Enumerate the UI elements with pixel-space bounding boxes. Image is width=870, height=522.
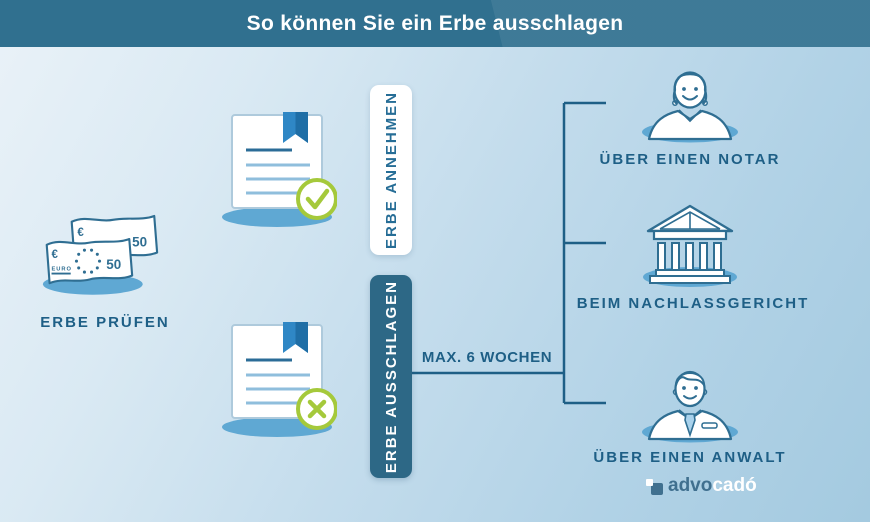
advocado-logo-mark bbox=[646, 478, 663, 495]
pocket-badge bbox=[701, 422, 718, 429]
svg-text:EURO: EURO bbox=[52, 267, 72, 273]
tie bbox=[684, 413, 696, 438]
erbe-annehmen-label: ERBE ANNEHMEN bbox=[382, 91, 400, 249]
document-decline-icon bbox=[222, 322, 337, 437]
cross-badge-icon bbox=[296, 388, 337, 430]
label-erbe-pruefen: ERBE PRÜFEN bbox=[40, 314, 170, 331]
svg-text:€: € bbox=[77, 227, 84, 239]
euro-stars bbox=[74, 248, 102, 274]
header-bar: So können Sie ein Erbe ausschlagen bbox=[0, 0, 870, 47]
option-label-anwalt: ÜBER EINEN ANWALT bbox=[593, 449, 787, 466]
option-label-nachlassgericht: BEIM NACHLASSGERICHT bbox=[576, 295, 810, 312]
banknote-front: € 50 EURO bbox=[45, 237, 134, 285]
advocado-logo-text: advocadó bbox=[668, 475, 757, 496]
erbe-ausschlagen-label: ERBE AUSSCHLAGEN bbox=[382, 279, 400, 474]
option-label-notar: ÜBER EINEN NOTAR bbox=[599, 151, 781, 168]
check-badge-icon bbox=[296, 178, 337, 220]
lawyer-man-icon bbox=[642, 370, 738, 443]
courthouse-icon bbox=[643, 204, 737, 287]
notary-woman-icon bbox=[642, 71, 738, 143]
erbe-annehmen-box: ERBE ANNEHMEN bbox=[370, 85, 412, 255]
erbe-ausschlagen-box: ERBE AUSSCHLAGEN bbox=[370, 275, 412, 478]
advocado-logo: advocadó bbox=[646, 475, 757, 497]
svg-text:€: € bbox=[52, 249, 59, 261]
page-title: So können Sie ein Erbe ausschlagen bbox=[246, 11, 624, 35]
svg-text:50: 50 bbox=[132, 235, 147, 250]
document-accept-icon bbox=[222, 112, 337, 227]
euro-banknotes-icon: € 50 € 50 EURO bbox=[42, 214, 159, 295]
deadline-label: MAX. 6 WOCHEN bbox=[421, 349, 553, 366]
svg-text:50: 50 bbox=[106, 257, 121, 272]
